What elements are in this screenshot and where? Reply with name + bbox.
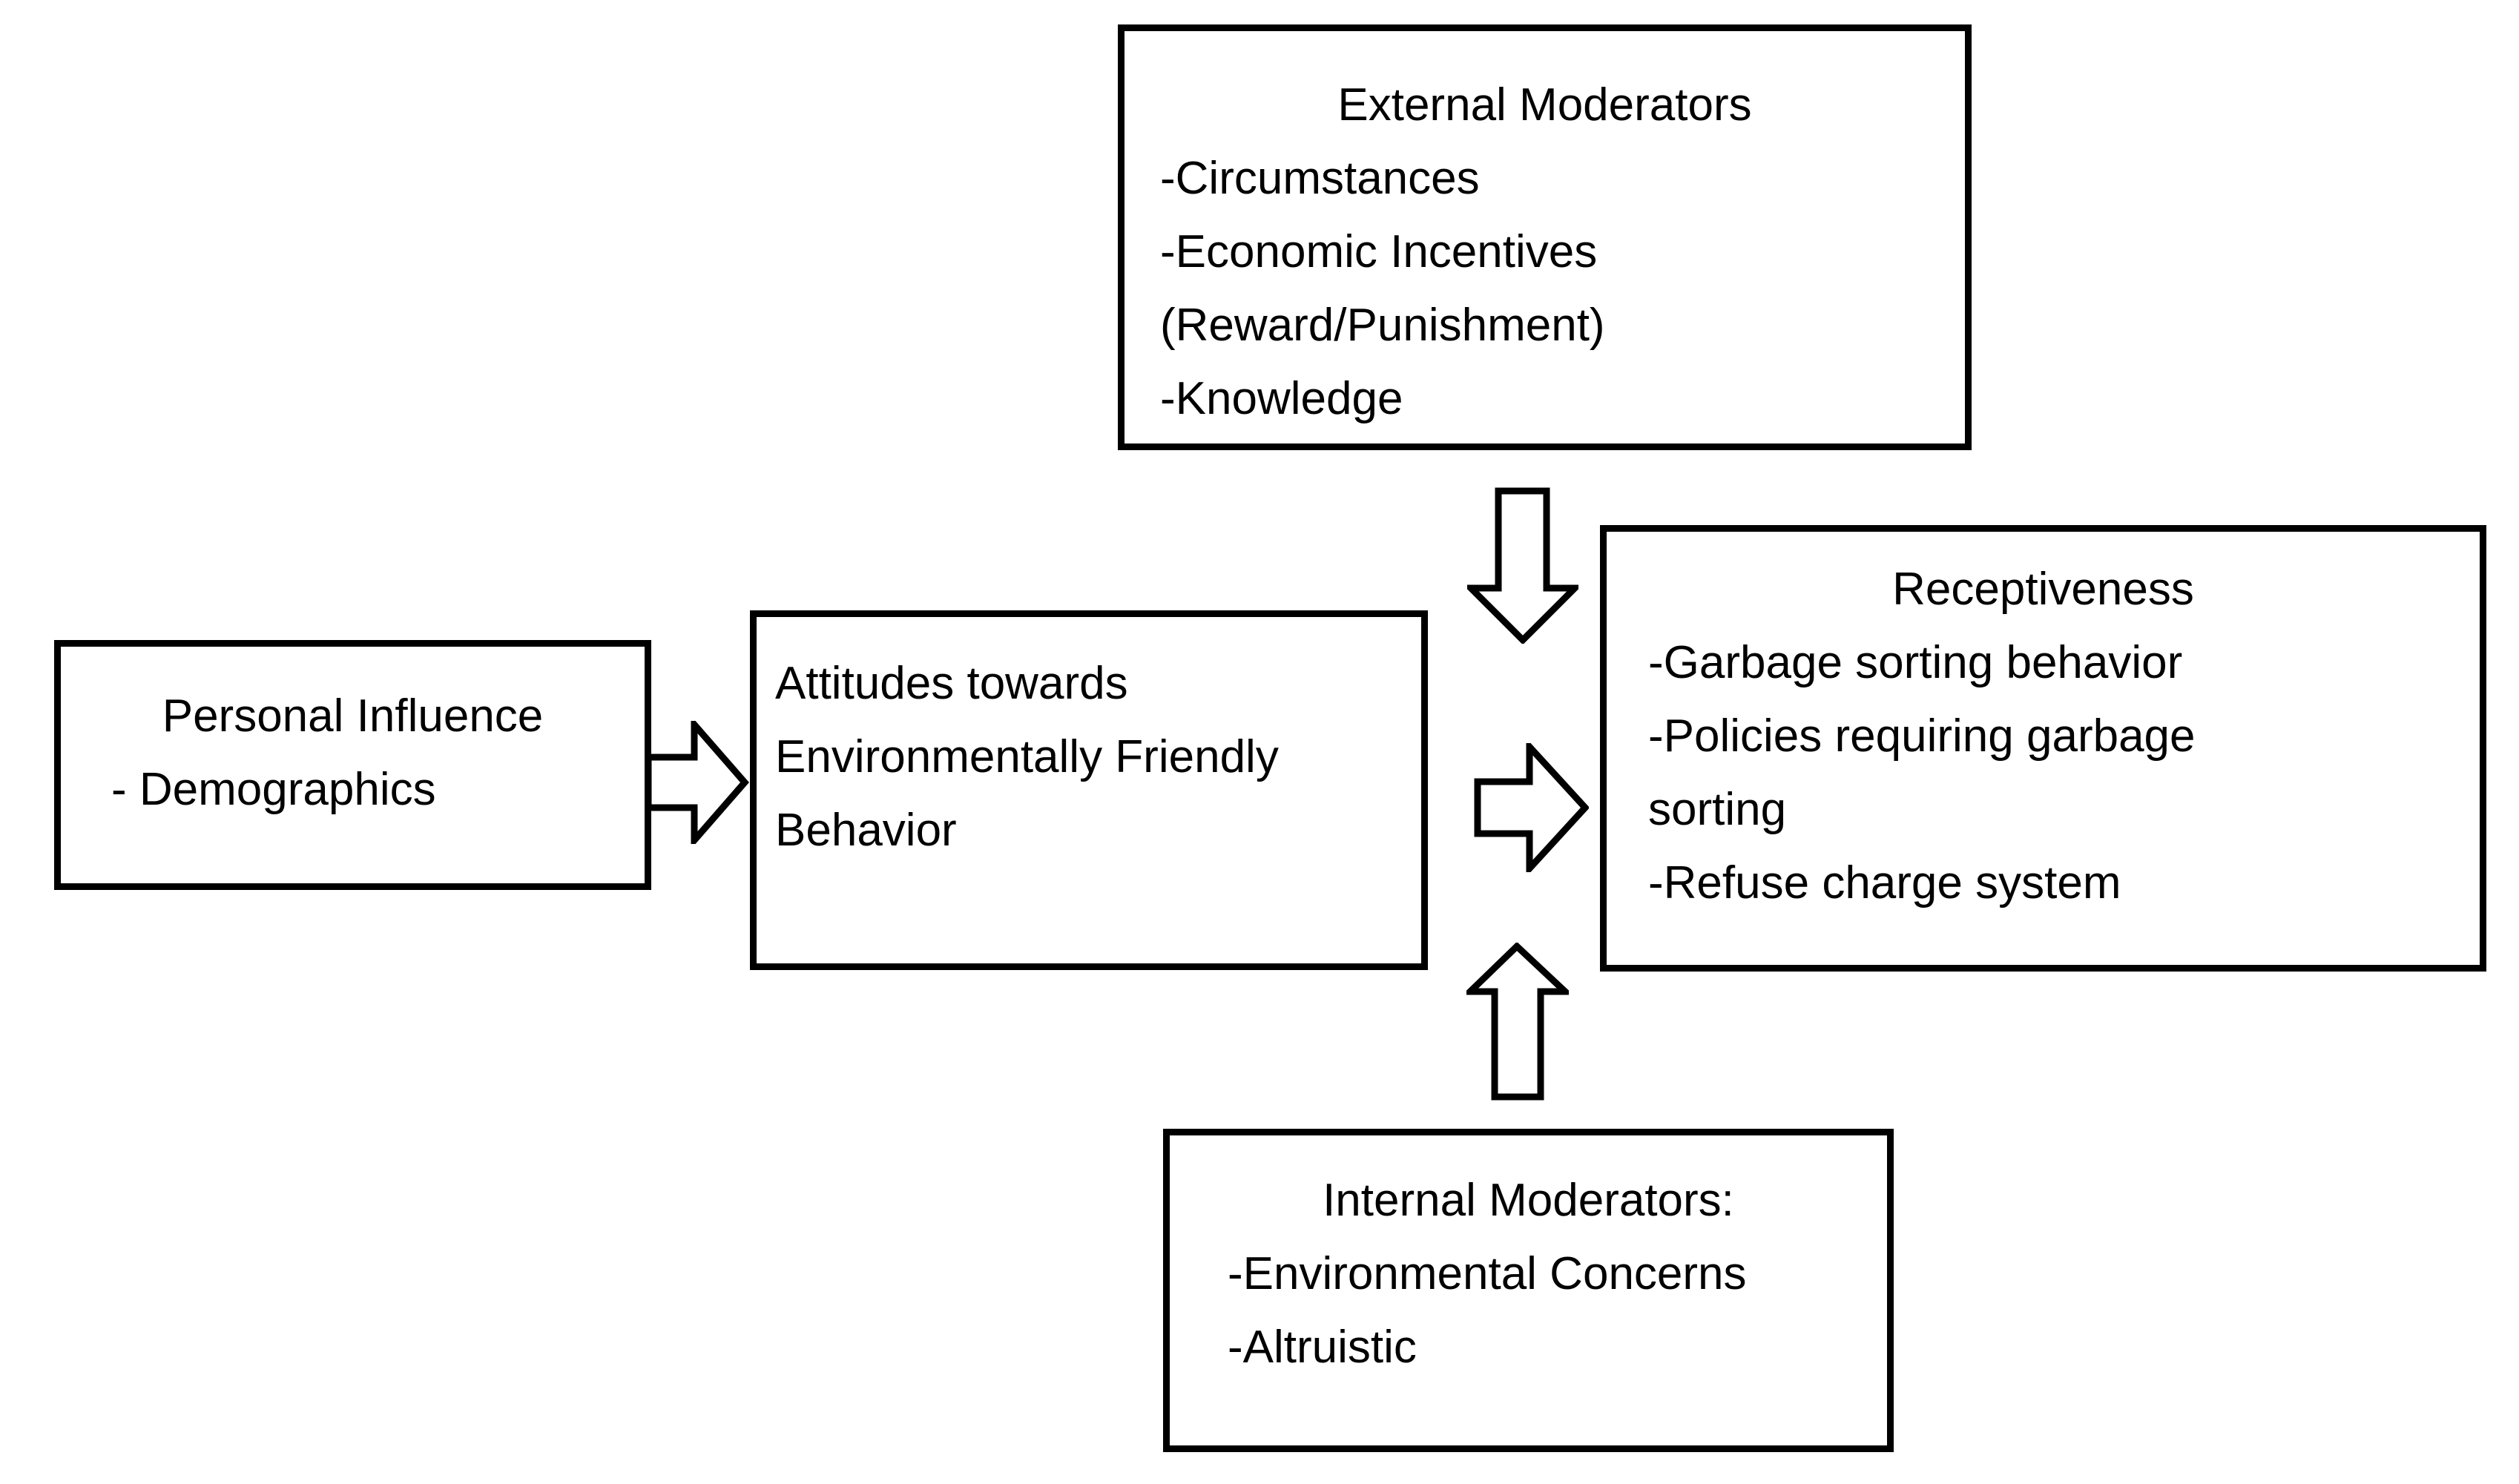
personal-influence-title: Personal Influence bbox=[162, 690, 544, 742]
arrow-shape bbox=[1474, 743, 1589, 872]
personal-influence-box: Personal Influence - Demographics bbox=[54, 640, 651, 890]
external-item-circumstances: -Circumstances bbox=[1160, 153, 1480, 204]
attitudes-line-1: Attitudes towards bbox=[775, 658, 1128, 709]
down-arrow-icon bbox=[1467, 487, 1578, 644]
receptiveness-item-policies: -Policies requiring garbage bbox=[1648, 710, 2196, 762]
arrow-shape bbox=[1467, 487, 1578, 644]
arrow-shape bbox=[1466, 943, 1569, 1101]
up-arrow-icon bbox=[1466, 943, 1569, 1101]
personal-item-demographics: - Demographics bbox=[111, 764, 436, 815]
external-moderators-title: External Moderators bbox=[1337, 79, 1752, 131]
external-moderators-box: External Moderators -Circumstances -Econ… bbox=[1118, 24, 1972, 450]
receptiveness-item-refuse-charge: -Refuse charge system bbox=[1648, 857, 2121, 908]
internal-moderators-box: Internal Moderators: -Environmental Conc… bbox=[1163, 1129, 1894, 1452]
internal-moderators-title: Internal Moderators: bbox=[1323, 1175, 1734, 1226]
external-item-reward-punishment: (Reward/Punishment) bbox=[1160, 300, 1605, 351]
internal-item-environmental-concerns: -Environmental Concerns bbox=[1228, 1248, 1747, 1299]
attitudes-line-3: Behavior bbox=[775, 805, 957, 856]
receptiveness-box: Receptiveness -Garbage sorting behavior … bbox=[1600, 525, 2486, 972]
attitudes-box: Attitudes towards Environmentally Friend… bbox=[750, 610, 1428, 970]
external-item-economic-incentives: -Economic Incentives bbox=[1160, 226, 1598, 277]
internal-item-altruistic: -Altruistic bbox=[1228, 1322, 1417, 1373]
external-item-knowledge: -Knowledge bbox=[1160, 373, 1403, 424]
arrow-shape bbox=[645, 721, 749, 844]
receptiveness-item-garbage-sorting: -Garbage sorting behavior bbox=[1648, 637, 2183, 688]
right-arrow-icon bbox=[1474, 743, 1589, 872]
receptiveness-item-policies-cont: sorting bbox=[1648, 784, 1787, 835]
receptiveness-title: Receptiveness bbox=[1892, 564, 2194, 615]
right-arrow-icon bbox=[645, 721, 749, 844]
attitudes-line-2: Environmentally Friendly bbox=[775, 731, 1279, 782]
